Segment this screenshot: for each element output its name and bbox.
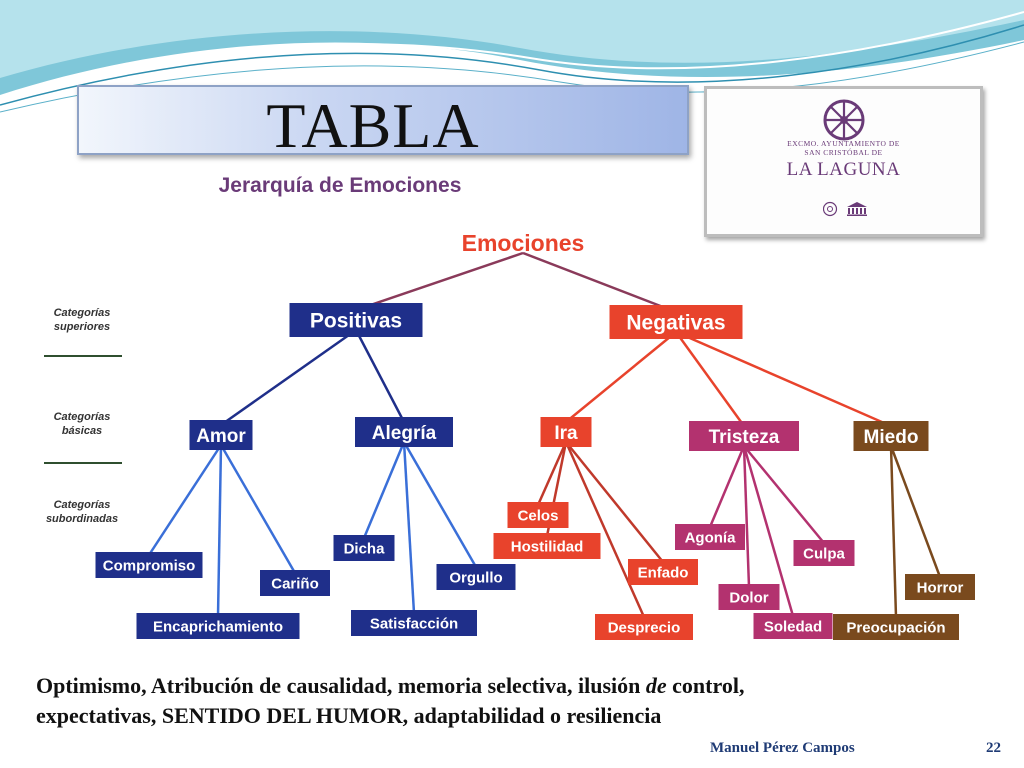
node-label-dicha: Dicha — [344, 540, 386, 557]
edge-amor-carino — [219, 444, 297, 574]
node-box-dolor — [718, 584, 780, 610]
edge-miedo-preocupacion — [889, 445, 898, 618]
node-box-agonia — [675, 524, 745, 550]
title-box: TABLA — [77, 85, 689, 161]
node-label-encaprichamiento: Encaprichamiento — [153, 618, 283, 635]
edge-ira-enfado — [565, 441, 664, 563]
node-label-alegria: Alegría — [372, 423, 437, 444]
node-label-dolor: Dolor — [729, 589, 768, 606]
node-box-horror — [905, 574, 975, 600]
edge-root-positivas — [355, 251, 524, 312]
edge-positivas-amor — [220, 328, 357, 427]
node-box-culpa — [793, 540, 855, 566]
edge-positivas-alegria — [354, 329, 406, 423]
wheel-logo-icon — [823, 99, 865, 141]
node-box-encaprichamiento — [136, 613, 300, 639]
node-box-preocupacion — [833, 614, 959, 640]
edge-tristeza-soledad — [742, 445, 795, 617]
node-label-compromiso: Compromiso — [103, 557, 196, 574]
node-label-positivas: Positivas — [310, 310, 402, 333]
edge-negativas-ira — [565, 331, 677, 423]
node-box-desprecio — [595, 614, 693, 640]
edge-tristeza-culpa — [743, 445, 825, 544]
node-label-soledad: Soledad — [764, 618, 822, 635]
node-label-preocupacion: Preocupación — [846, 619, 945, 636]
edge-negativas-miedo — [675, 330, 892, 428]
node-box-alegria — [355, 417, 453, 447]
edge-ira-celos — [536, 441, 568, 506]
node-label-horror: Horror — [917, 579, 964, 596]
node-label-culpa: Culpa — [803, 545, 845, 562]
node-box-ira — [540, 417, 592, 447]
unesco-emblem-icon — [823, 201, 867, 217]
node-box-hostilidad — [493, 533, 601, 559]
node-box-miedo — [853, 421, 929, 451]
edge-alegria-dicha — [362, 441, 406, 539]
node-label-miedo: Miedo — [864, 427, 919, 448]
edge-alegria-satisfaccion — [402, 441, 416, 614]
edge-tristeza-dolor — [742, 445, 751, 588]
node-label-tristeza: Tristeza — [709, 427, 780, 448]
edge-tristeza-agonia — [708, 445, 746, 528]
node-box-dicha — [333, 535, 395, 561]
node-label-ira: Ira — [554, 423, 578, 444]
footer-page-number: 22 — [986, 740, 1001, 756]
diagram-root-label: Emociones — [462, 230, 585, 256]
caption-line-1-b: control, — [666, 673, 745, 698]
node-label-negativas: Negativas — [626, 312, 725, 335]
caption-line-1-a: Optimismo, Atribución de causalidad, mem… — [36, 673, 646, 698]
node-label-carino: Cariño — [271, 575, 319, 592]
slide-title: TABLA — [266, 90, 480, 161]
node-box-celos — [507, 502, 569, 528]
node-label-orgullo: Orgullo — [449, 569, 502, 586]
node-box-orgullo — [436, 564, 516, 590]
node-label-amor: Amor — [196, 426, 246, 447]
node-box-negativas — [609, 305, 743, 339]
edge-miedo-horror — [889, 445, 942, 578]
background-waves — [0, 0, 1024, 113]
node-box-satisfaccion — [351, 610, 477, 636]
node-label-desprecio: Desprecio — [608, 619, 681, 636]
node-box-enfado — [628, 559, 698, 585]
edge-negativas-tristeza — [674, 331, 746, 427]
diagram-heading: Jerarquía de Emociones — [219, 174, 462, 197]
edge-ira-desprecio — [564, 441, 646, 618]
edge-root-negativas — [522, 251, 677, 314]
node-label-satisfaccion: Satisfacción — [370, 615, 458, 632]
node-box-positivas — [289, 303, 423, 337]
node-label-celos: Celos — [518, 507, 559, 524]
node-label-hostilidad: Hostilidad — [511, 538, 584, 555]
node-box-soledad — [753, 613, 833, 639]
node-box-carino — [260, 570, 330, 596]
logo-line-3: LA LAGUNA — [786, 159, 901, 180]
caption-line-1-em: de — [645, 673, 667, 698]
footer-author: Manuel Pérez Campos — [710, 740, 855, 756]
bottom-caption: Optimismo, Atribución de causalidad, mem… — [36, 671, 996, 731]
node-box-amor — [189, 420, 253, 450]
caption-line-2: expectativas, SENTIDO DEL HUMOR, adaptab… — [36, 703, 662, 728]
node-box-compromiso — [95, 552, 203, 578]
edge-alegria-orgullo — [402, 441, 478, 568]
edge-amor-compromiso — [147, 444, 223, 556]
node-label-enfado: Enfado — [638, 564, 689, 581]
node-label-agonia: Agonía — [685, 529, 736, 546]
node-box-tristeza — [689, 421, 799, 451]
edge-amor-encaprichamiento — [216, 444, 223, 617]
